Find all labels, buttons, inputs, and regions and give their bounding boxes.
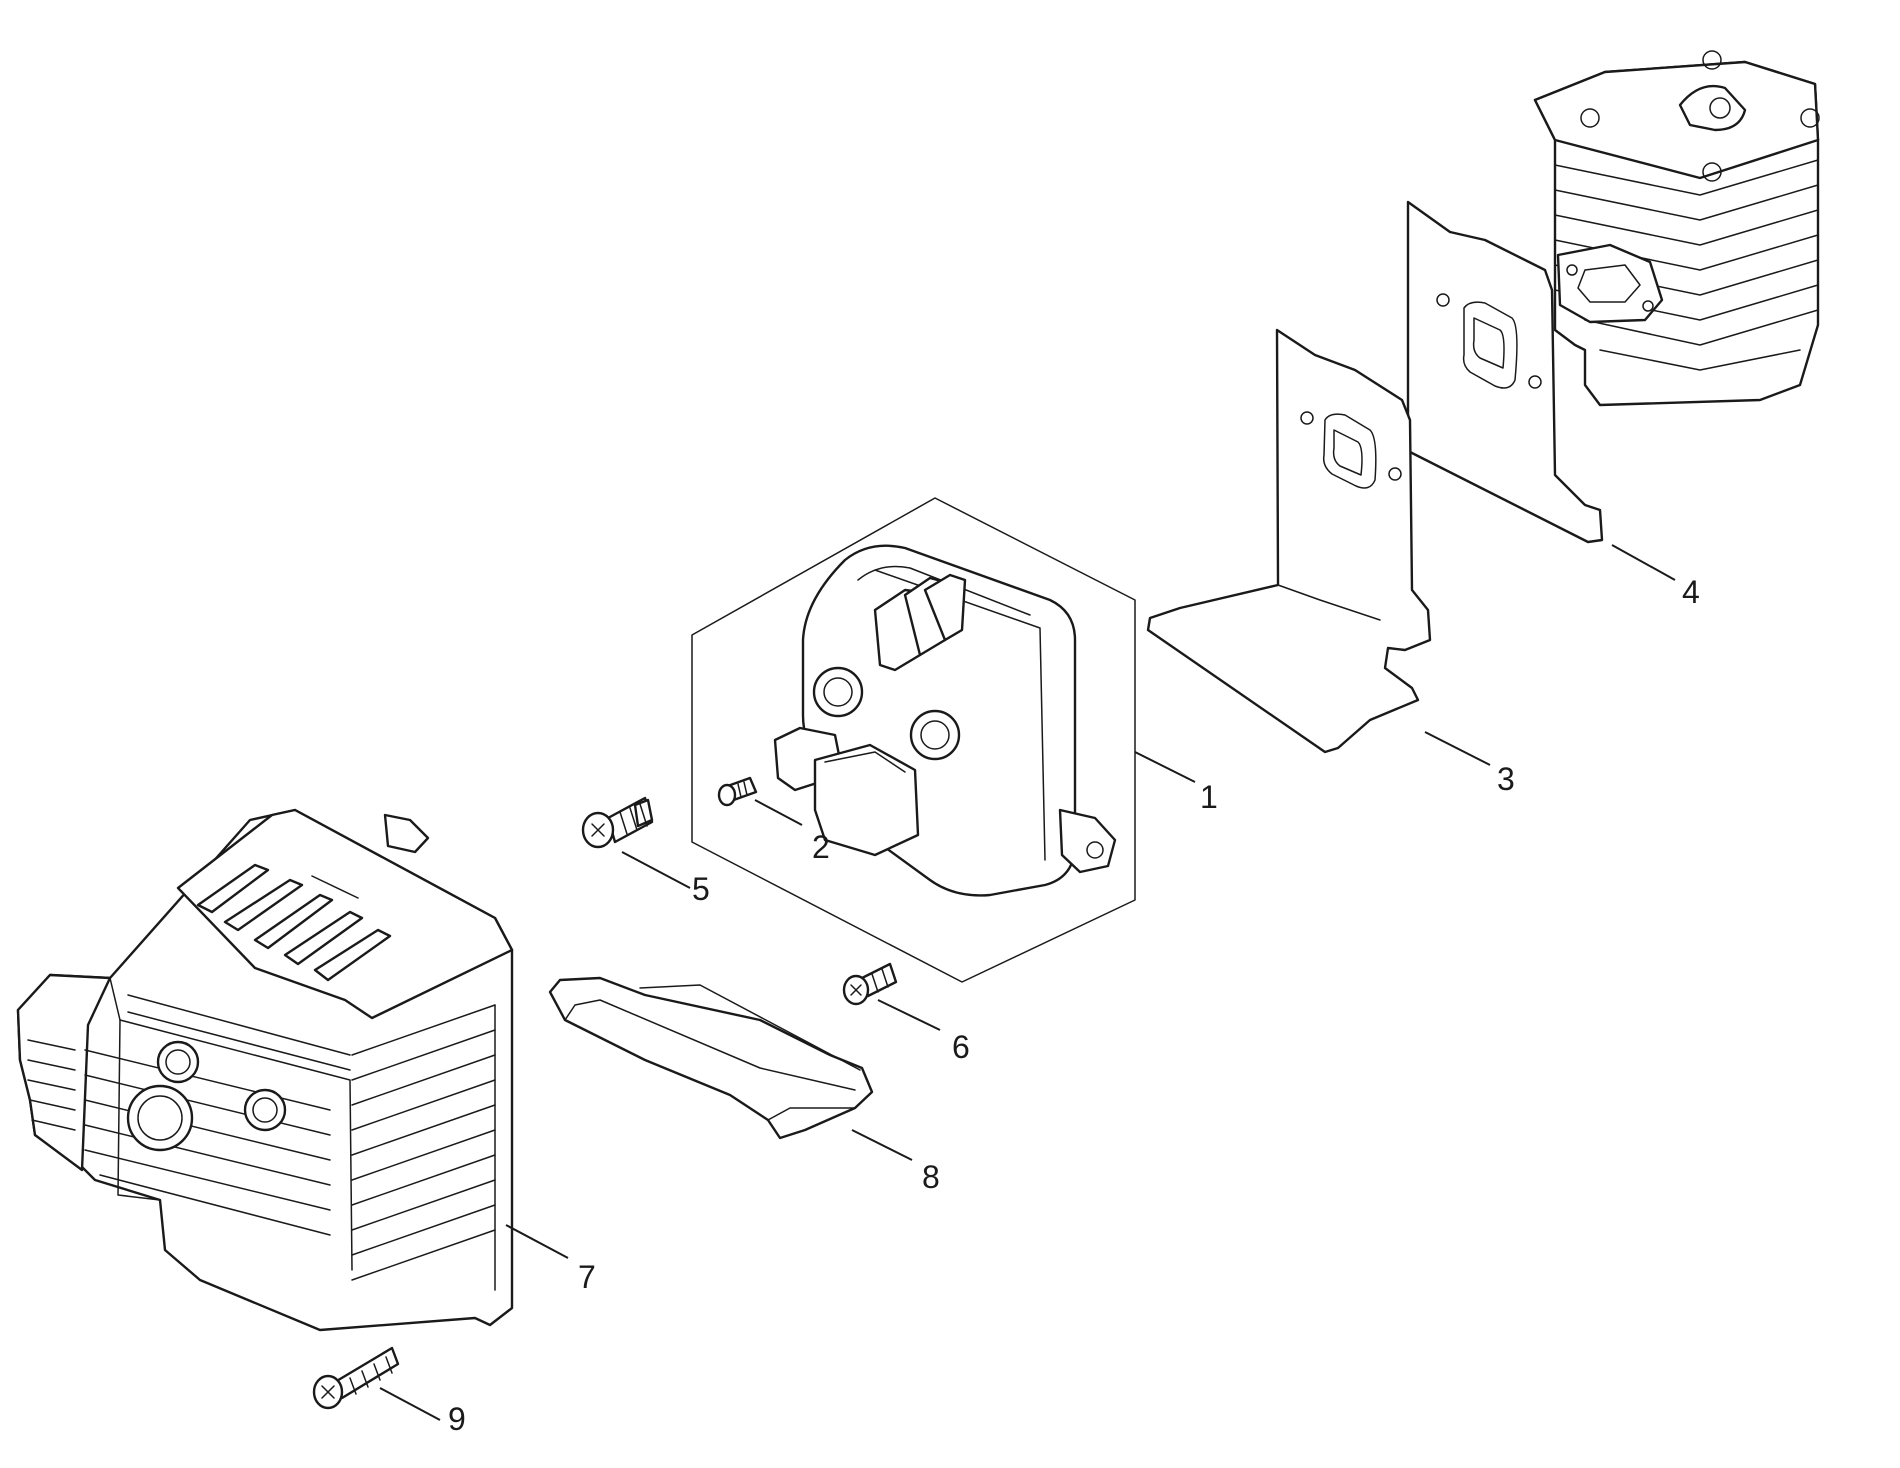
callout-6: 6 [952,1029,970,1065]
heat-shield-plate [1146,328,1432,754]
callout-1: 1 [1200,779,1218,815]
callout-2: 2 [812,829,830,865]
bolt-5 [581,796,654,849]
muffler-assembly [691,497,1136,983]
deflector-bracket [548,976,874,1140]
bolt-6 [842,962,898,1006]
assembly-boundary [691,497,1136,983]
callout-4: 4 [1682,574,1700,610]
leader-lines [379,544,1676,1421]
screw-small [717,776,758,807]
callout-9: 9 [448,1401,466,1437]
cylinder [1533,50,1820,407]
callout-8: 8 [922,1159,940,1195]
callout-7: 7 [578,1259,596,1295]
callout-3: 3 [1497,761,1515,797]
shroud-cover [16,808,514,1332]
screw-long [312,1346,400,1410]
callout-labels: 1 2 3 4 5 6 7 8 9 [448,574,1700,1437]
callout-5: 5 [692,871,710,907]
